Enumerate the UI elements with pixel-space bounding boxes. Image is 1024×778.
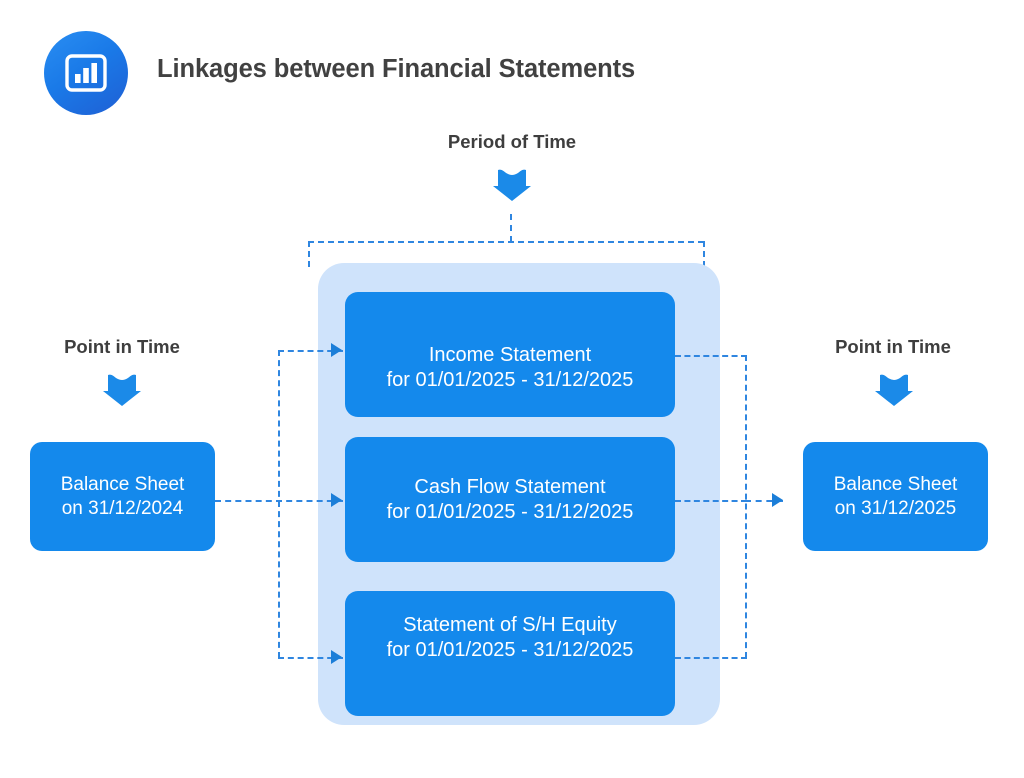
label-point-in-time-right: Point in Time xyxy=(835,336,951,357)
connector-left-to-income xyxy=(278,350,343,352)
page-title: Linkages between Financial Statements xyxy=(157,55,636,83)
arrow-down-icon-point-right xyxy=(874,371,914,407)
label-period-of-time: Period of Time xyxy=(447,131,577,152)
connector-top-bracket xyxy=(308,241,704,243)
income-statement-line2: for 01/01/2025 - 31/12/2025 xyxy=(386,368,634,391)
connector-right-rail-output xyxy=(745,500,783,502)
balance-sheet-left-line1: Balance Sheet xyxy=(60,473,185,495)
connector-top-bracket-right xyxy=(703,241,705,267)
arrow-down-icon-point-left xyxy=(102,371,142,407)
sh-equity-statement-line2: for 01/01/2025 - 31/12/2025 xyxy=(386,638,634,661)
balance-sheet-right-line1: Balance Sheet xyxy=(833,473,958,495)
balance-sheet-left-line2: on 31/12/2024 xyxy=(61,497,184,519)
statement-box-statement-of-sh-equity[interactable]: Statement of S/H Equity for 01/01/2025 -… xyxy=(345,591,675,716)
arrowhead-into-equity xyxy=(331,650,342,664)
balance-sheet-right-line2: on 31/12/2025 xyxy=(834,497,957,519)
connector-top-bracket-left xyxy=(308,241,310,267)
cash-flow-statement-line1: Cash Flow Statement xyxy=(414,476,606,499)
balance-sheet-box-left[interactable]: Balance Sheet on 31/12/2024 xyxy=(30,442,215,551)
arrowhead-into-income xyxy=(331,343,342,357)
arrowhead-into-balance-sheet-right xyxy=(772,493,783,507)
balance-sheet-box-right[interactable]: Balance Sheet on 31/12/2025 xyxy=(803,442,988,551)
sh-equity-statement-line1: Statement of S/H Equity xyxy=(403,614,617,637)
connector-left-to-equity xyxy=(278,657,343,659)
connector-equity-to-right-rail xyxy=(675,657,747,659)
income-statement-line1: Income Statement xyxy=(428,344,592,367)
label-point-in-time-left: Point in Time xyxy=(64,336,180,357)
statement-box-income-statement[interactable]: Income Statement for 01/01/2025 - 31/12/… xyxy=(345,292,675,417)
statement-box-cash-flow-statement[interactable]: Cash Flow Statement for 01/01/2025 - 31/… xyxy=(345,437,675,562)
connector-cash-flow-to-right-rail xyxy=(675,500,747,502)
connector-right-rail xyxy=(745,355,747,658)
arrowhead-into-cash-flow xyxy=(331,493,342,507)
connector-income-to-right-rail xyxy=(675,355,747,357)
connector-period-stub xyxy=(510,214,512,242)
cash-flow-statement-line2: for 01/01/2025 - 31/12/2025 xyxy=(386,500,634,523)
bar-chart-icon xyxy=(44,31,128,115)
connector-left-rail xyxy=(278,350,280,658)
arrow-down-icon-period xyxy=(492,166,532,202)
